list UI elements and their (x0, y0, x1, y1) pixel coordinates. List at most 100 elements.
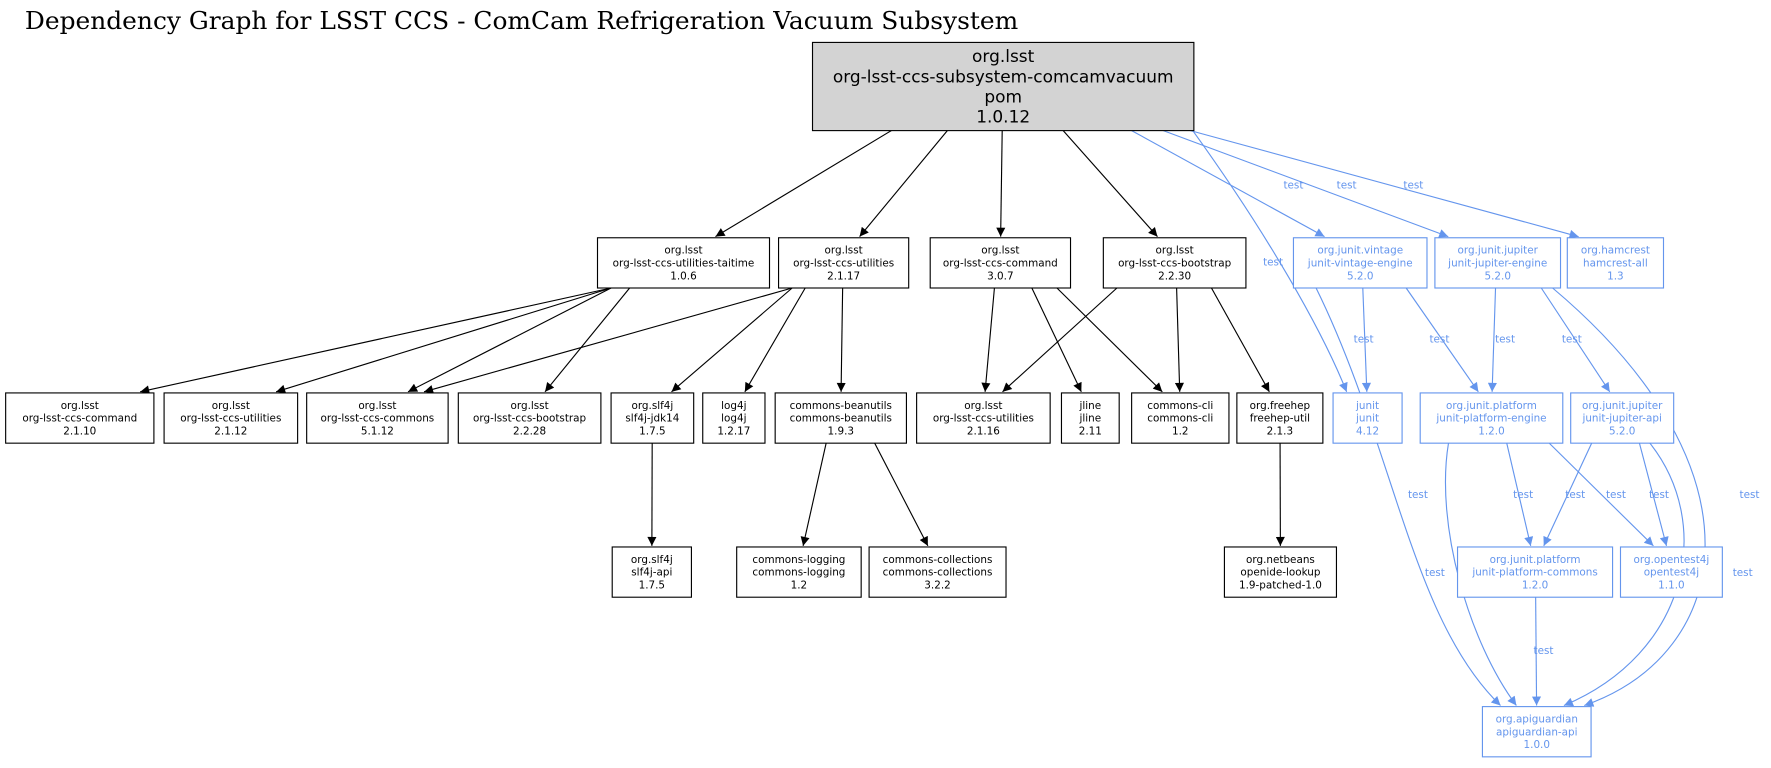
edge-commons-beanutils--commons-collections (874, 442, 929, 547)
node-label-openide-lookup-0: org.netbeans (1246, 554, 1315, 566)
node-label-commons-beanutils-2: 1.9.3 (828, 426, 854, 438)
node-label-freehep-util-1: freehep-util (1250, 413, 1310, 425)
node-label-opentest4j-0: org.opentest4j (1634, 554, 1710, 566)
node-label-junit-vintage-engine-0: org.junit.vintage (1317, 245, 1403, 257)
node-label-junit-platform-commons-1: junit-platform-commons (1471, 567, 1597, 579)
edge-label-junit-jupiter-api--apiguardian-api: test (1733, 567, 1753, 579)
node-label-slf4j-api-2: 1.7.5 (639, 580, 665, 592)
node-label-bootstrap-2230-1: org-lsst-ccs-bootstrap (1118, 258, 1231, 270)
node-label-commons-5112-2: 5.1.12 (361, 426, 394, 438)
node-box-opentest4j (1619, 546, 1723, 598)
node-box-commons-5112 (306, 392, 449, 444)
node-label-utilities-2117-1: org-lsst-ccs-utilities (793, 258, 894, 270)
graph-node-junit-jupiter-engine: org.junit.jupiterjunit-jupiter-engine5.2… (1434, 237, 1562, 289)
edge-root--junit-vintage-engine (1131, 130, 1325, 238)
node-label-junit-jupiter-api-0: org.junit.jupiter (1582, 400, 1663, 412)
edge-bootstrap-2230--utilities-2116 (1002, 287, 1118, 393)
node-box-jline (1060, 392, 1120, 444)
node-label-openide-lookup-2: 1.9-patched-1.0 (1239, 580, 1322, 592)
node-label-commons-collections-2: 3.2.2 (924, 580, 950, 592)
edge-junit-jupiter-api--junit-platform-commons (1543, 442, 1593, 547)
edge-junit-jupiter-engine--junit-platform-engine (1487, 287, 1497, 392)
edge-label-junit-jupiter-engine--junit-jupiter-api: test (1562, 334, 1582, 346)
node-label-utilities-2117-0: org.lsst (825, 245, 863, 257)
node-label-junit-jupiter-engine-2: 5.2.0 (1484, 270, 1510, 282)
edge-junit-vintage-engine--apiguardian-api (1315, 287, 1501, 706)
edge-root--junit (1192, 130, 1348, 393)
node-box-command-2110 (5, 392, 155, 444)
graph-node-openide-lookup: org.netbeansopenide-lookup1.9-patched-1.… (1223, 546, 1338, 598)
node-box-junit-jupiter-api (1570, 392, 1675, 444)
edge-label-junit-platform-engine--junit-platform-commons: test (1513, 489, 1533, 501)
node-label-command-307-2: 3.0.7 (987, 270, 1013, 282)
edge-command-307--commons-cli (1056, 287, 1163, 393)
node-box-root (811, 41, 1195, 132)
node-label-junit-jupiter-api-1: junit-jupiter-api (1581, 413, 1661, 425)
node-label-root-3: 1.0.12 (976, 107, 1030, 127)
node-label-freehep-util-0: org.freehep (1250, 400, 1310, 412)
edge-junit-platform-engine--junit-platform-commons (1506, 443, 1534, 546)
node-label-junit-1: junit (1355, 413, 1379, 425)
node-box-junit-platform-commons (1456, 546, 1614, 598)
node-label-commons-logging-0: commons-logging (752, 554, 845, 566)
graph-node-taitime: org.lsstorg-lsst-ccs-utilities-taitime1.… (596, 237, 771, 289)
graph-node-junit-vintage-engine: org.junit.vintagejunit-vintage-engine5.2… (1292, 237, 1428, 289)
edge-label-junit-platform-engine--apiguardian-api: test (1408, 489, 1428, 501)
node-label-utilities-2112-2: 2.1.12 (214, 426, 247, 438)
edge-root--command-307 (996, 130, 1006, 237)
edge-label-junit-jupiter-api--opentest4j: test (1649, 489, 1669, 501)
node-label-commons-collections-1: commons-collections (883, 567, 993, 579)
edge-label-junit-vintage-engine--junit: test (1354, 334, 1374, 346)
node-label-taitime-1: org-lsst-ccs-utilities-taitime (613, 258, 755, 270)
edge-commons-beanutils--commons-logging (800, 443, 827, 546)
node-label-root-0: org.lsst (972, 46, 1035, 66)
node-label-log4j-2: 1.2.17 (717, 426, 750, 438)
node-label-commons-beanutils-0: commons-beanutils (790, 400, 892, 412)
edge-taitime--commons-5112 (407, 287, 612, 393)
node-box-slf4j-api (611, 546, 692, 598)
node-label-commons-collections-0: commons-collections (883, 554, 993, 566)
node-box-junit-platform-engine (1419, 392, 1564, 444)
edge-root--utilities-2117 (859, 130, 948, 238)
node-label-root-1: org-lsst-ccs-subsystem-comcamvacuum (833, 66, 1174, 86)
node-label-bootstrap-2230-2: 2.2.30 (1158, 270, 1191, 282)
graph-node-junit-platform-commons: org.junit.platformjunit-platform-commons… (1456, 546, 1614, 598)
node-label-taitime-2: 1.0.6 (670, 270, 696, 282)
node-label-root-2: pom (984, 87, 1022, 107)
node-label-slf4j-jdk14-2: 1.7.5 (639, 426, 665, 438)
node-label-log4j-0: log4j (721, 400, 746, 412)
node-label-bootstrap-2228-0: org.lsst (511, 400, 549, 412)
node-label-command-2110-0: org.lsst (61, 400, 99, 412)
edge-label-junit-jupiter-engine--junit-platform-engine: test (1495, 334, 1515, 346)
node-label-taitime-0: org.lsst (664, 245, 702, 257)
node-label-junit-platform-engine-1: junit-platform-engine (1435, 413, 1546, 425)
node-label-freehep-util-2: 2.1.3 (1267, 426, 1293, 438)
node-label-hamcrest-all-2: 1.3 (1607, 270, 1624, 282)
node-box-commons-cli (1131, 392, 1230, 444)
node-label-commons-beanutils-1: commons-beanutils (790, 413, 892, 425)
node-box-openide-lookup (1223, 546, 1338, 598)
node-label-hamcrest-all-1: hamcrest-all (1583, 258, 1648, 270)
node-label-slf4j-api-1: slf4j-api (631, 567, 672, 579)
node-label-opentest4j-1: opentest4j (1644, 567, 1699, 579)
node-label-jline-2: 2.11 (1079, 426, 1102, 438)
node-box-junit-vintage-engine (1292, 237, 1428, 289)
node-box-taitime (596, 237, 771, 289)
node-box-commons-beanutils (774, 392, 908, 444)
node-label-slf4j-jdk14-0: org.slf4j (631, 400, 673, 412)
node-label-junit-jupiter-engine-0: org.junit.jupiter (1457, 245, 1538, 257)
node-label-slf4j-api-0: org.slf4j (631, 554, 673, 566)
node-label-junit-vintage-engine-1: junit-vintage-engine (1307, 258, 1413, 270)
node-box-bootstrap-2230 (1102, 237, 1247, 289)
